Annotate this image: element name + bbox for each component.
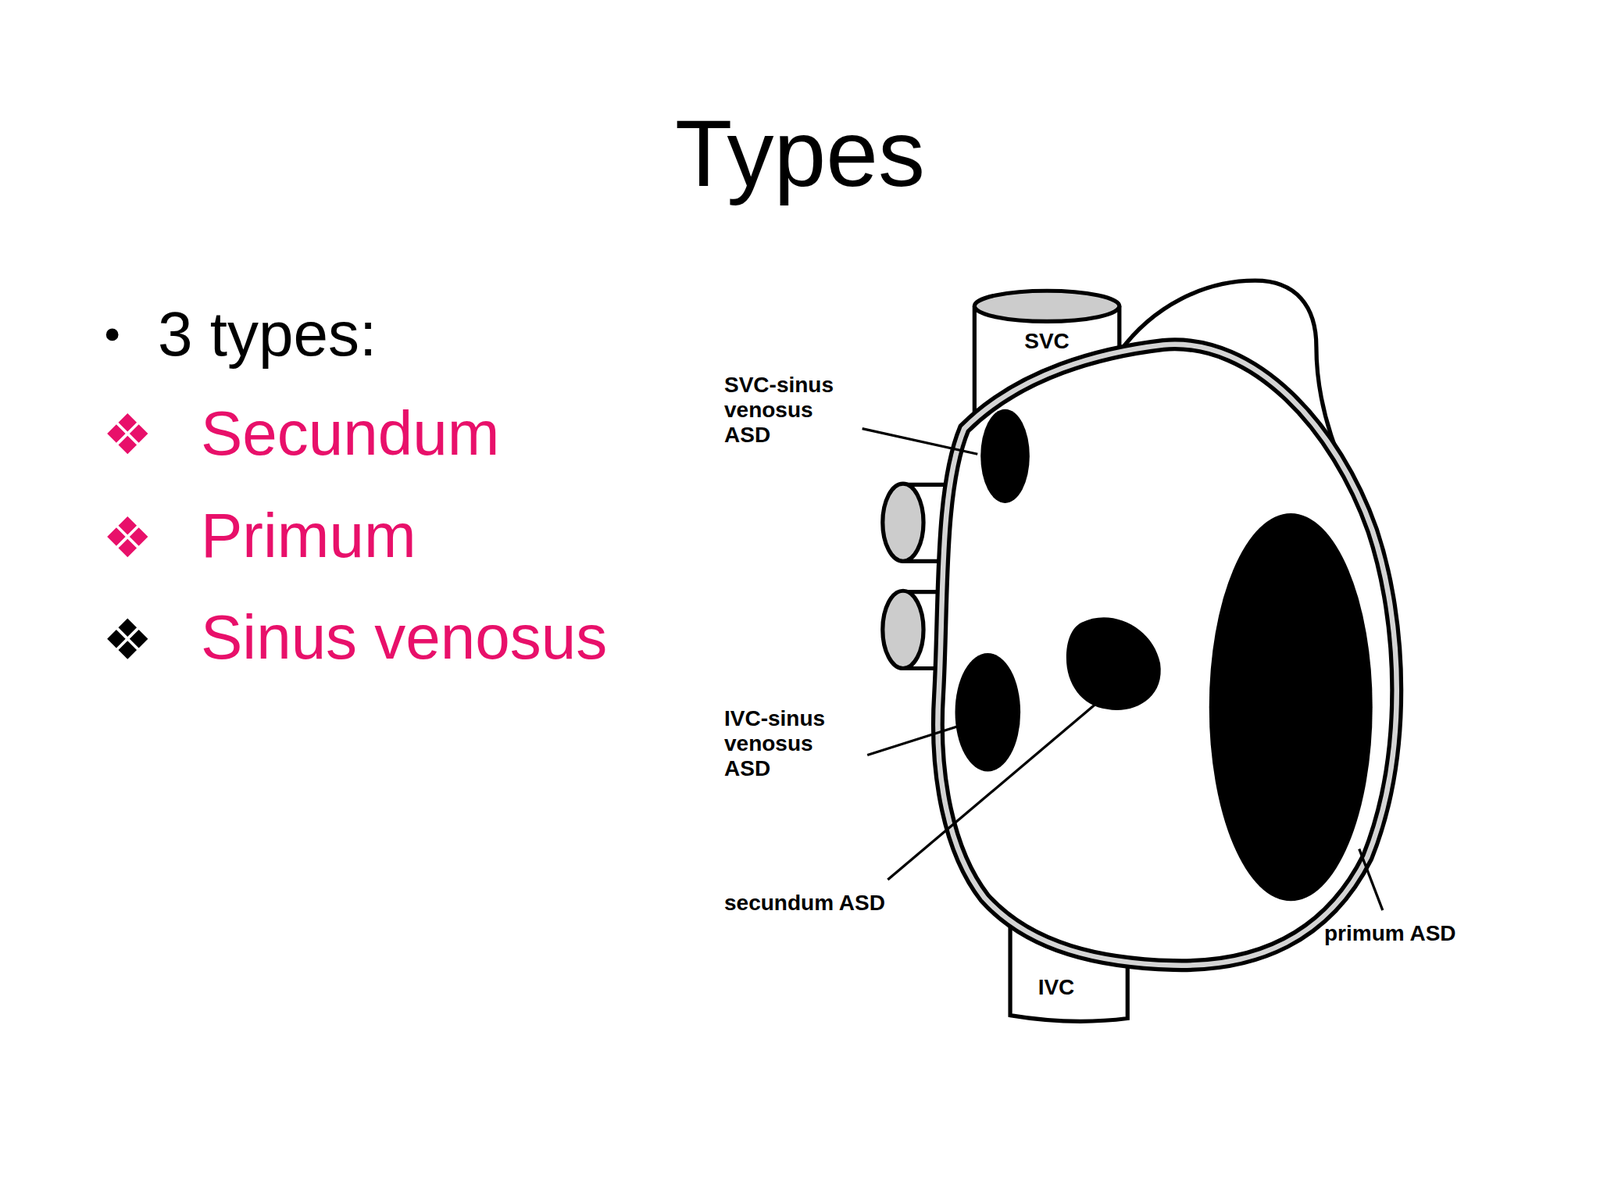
- bullet-item: Sinus venosus: [200, 603, 608, 672]
- slide-title: Types: [675, 99, 925, 208]
- bullet-item: Secundum: [200, 399, 500, 468]
- bullet-item: Primum: [200, 501, 417, 571]
- primum-defect: [1209, 513, 1373, 901]
- secundum-defect: [1066, 617, 1161, 711]
- bullet-heading: 3 types:: [157, 300, 377, 369]
- callout-label: primum ASD: [1324, 921, 1457, 947]
- leader-lines: [862, 428, 1383, 911]
- bullet-diamonds-black: [107, 618, 148, 660]
- svc-opening: [974, 290, 1119, 322]
- vessel-label: IVC: [1038, 975, 1075, 1000]
- bullet-dot: [106, 328, 119, 342]
- atrial-septum-inner: [937, 344, 1397, 966]
- callout-label: IVC-sinus venosus ASD: [724, 706, 850, 783]
- vessel-label: SVC: [1024, 328, 1070, 354]
- callout-label: SVC-sinus venosus ASD: [724, 372, 850, 449]
- bullet-diamonds: [107, 413, 148, 558]
- callout-label: secundum ASD: [724, 890, 886, 916]
- atrial-septum-outline: [937, 344, 1397, 966]
- ivc-sinus-venosus-defect: [955, 653, 1022, 772]
- svc-sinus-venosus-defect: [980, 409, 1030, 504]
